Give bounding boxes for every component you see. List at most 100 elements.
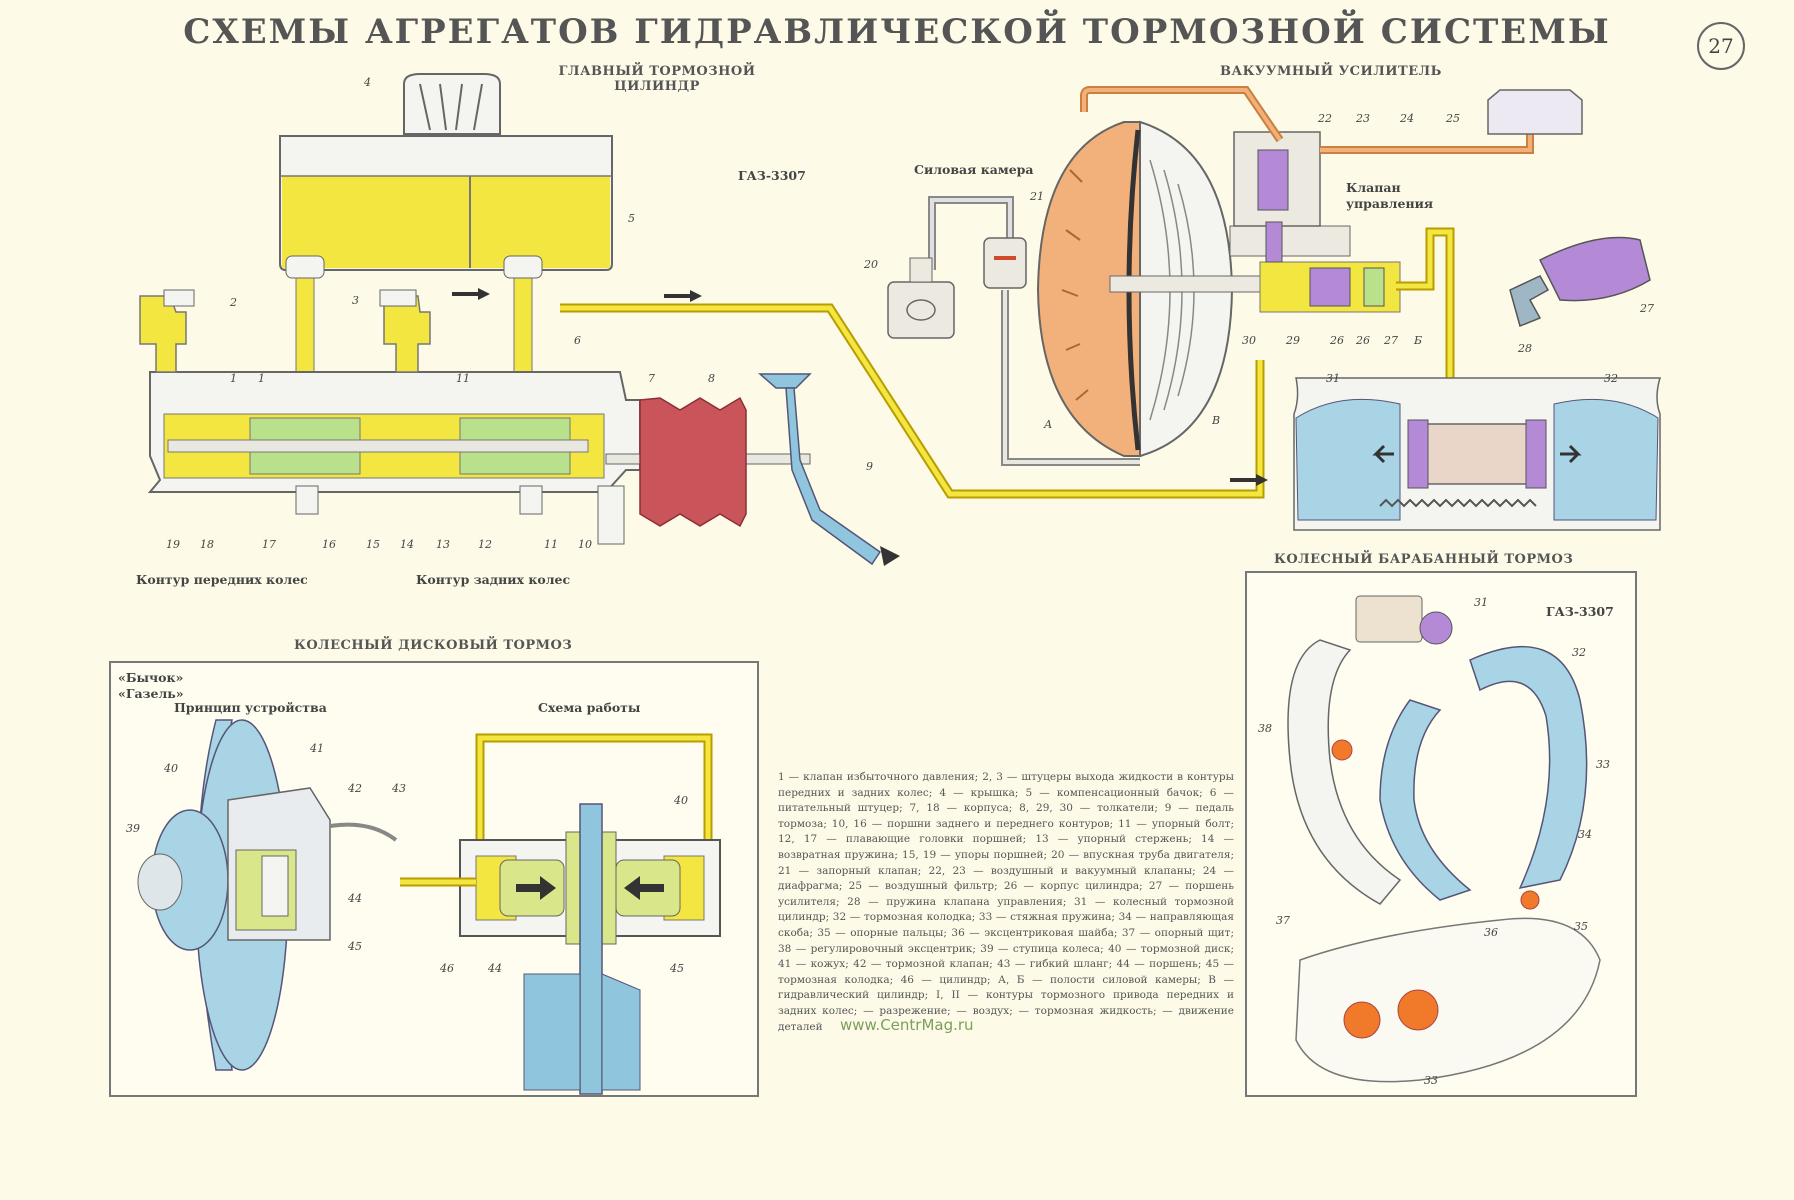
callout: 23 [1356, 112, 1370, 125]
callout: 24 [1400, 112, 1414, 125]
drum-cylinder-cap [1419, 611, 1453, 645]
callout: 21 [1030, 190, 1044, 203]
disc-brake-variants: «Бычок» «Газель» [118, 670, 184, 702]
master-cylinder-model: ГАЗ-3307 [738, 168, 806, 183]
callout: 44 [488, 962, 502, 975]
air-filter [1487, 89, 1583, 135]
control-valve-label-line2: управления [1346, 196, 1434, 211]
reservoir-fluid [282, 176, 610, 268]
callout: 34 [1578, 828, 1592, 841]
callout: 2 [230, 296, 237, 309]
callout: 44 [348, 892, 362, 905]
brake-shoe-left [1379, 699, 1472, 901]
pedal-pad [758, 373, 812, 389]
callout: 36 [1484, 926, 1498, 939]
callout: 40 [674, 794, 688, 807]
callout: 11 [544, 538, 558, 551]
callout: 6 [574, 334, 581, 347]
callout: 15 [366, 538, 380, 551]
operation-label: Схема работы [538, 700, 641, 715]
callout: 39 [126, 822, 140, 835]
callout: 1 [258, 372, 265, 385]
intake-manifold [887, 281, 955, 339]
drum-brake-heading: КОЛЕСНЫЙ БАРАБАННЫЙ ТОРМОЗ [1274, 552, 1574, 567]
callout: 20 [864, 258, 878, 271]
callout: 32 [1604, 372, 1618, 385]
watermark: www.CentrMag.ru [840, 1016, 974, 1034]
callout: 10 [578, 538, 592, 551]
callout: 45 [670, 962, 684, 975]
vacuum-booster-group [887, 86, 1583, 466]
callout: А [1044, 418, 1053, 431]
cap-ribs [419, 83, 483, 131]
page-number: 27 [1697, 22, 1745, 70]
rear-circuit-label: Контур задних колес [416, 572, 571, 587]
disc-brake-heading: КОЛЕСНЫЙ ДИСКОВЫЙ ТОРМОЗ [294, 638, 573, 653]
drum-brake-model: ГАЗ-3307 [1546, 604, 1614, 619]
callout: 45 [348, 940, 362, 953]
brake-hose [329, 822, 398, 842]
brake-shoe-right [1469, 645, 1588, 890]
pedal-force-arrow [880, 546, 900, 566]
disc-section [579, 803, 603, 1095]
anchor-pin-35 [1520, 890, 1540, 910]
callout: 22 [1318, 112, 1332, 125]
callout: 31 [1326, 372, 1340, 385]
callout: 7 [648, 372, 655, 385]
callout: 30 [1242, 334, 1256, 347]
backing-plate [1287, 639, 1402, 905]
reservoir-cap [403, 73, 501, 135]
detail-inset [1295, 917, 1601, 1083]
master-cylinder-heading-line2: ЦИЛИНДР [614, 79, 700, 94]
poster-title: СХЕМЫ АГРЕГАТОВ ГИДРАВЛИЧЕСКОЙ ТОРМОЗНОЙ… [183, 12, 1611, 52]
outlet-rear [383, 295, 431, 373]
callout: 32 [1572, 646, 1586, 659]
callout: 5 [628, 212, 635, 225]
callout: 46 [440, 962, 454, 975]
chamber-cavity-A [1036, 121, 1141, 457]
callout: 41 [310, 742, 324, 755]
callout: 27 [1384, 334, 1398, 347]
callout: 19 [166, 538, 180, 551]
callout: 35 [1574, 920, 1588, 933]
callout: 42 [348, 782, 362, 795]
master-cylinder-heading: ГЛАВНЫЙ ТОРМОЗНОЙ ЦИЛИНДР [552, 64, 762, 94]
drum-wheel-cylinder [1355, 595, 1423, 643]
callout: Б [1414, 334, 1423, 347]
callout: 8 [708, 372, 715, 385]
callout: 11 [456, 372, 470, 385]
legend-text: 1 — клапан избыточного давления; 2, 3 — … [778, 771, 1234, 1033]
callout: 18 [200, 538, 214, 551]
callout: 16 [322, 538, 336, 551]
callout: 37 [1276, 914, 1290, 927]
callout: 31 [1474, 596, 1488, 609]
adjuster-parts [1509, 236, 1651, 328]
control-valve-label: Клапан управления [1346, 180, 1433, 212]
callout: 14 [400, 538, 414, 551]
callout: 4 [364, 76, 371, 89]
adjuster-eccentric-38 [1331, 739, 1353, 761]
check-valve [983, 237, 1027, 289]
wheel-cylinder-body [1413, 423, 1541, 485]
variant-gazel: «Газель» [118, 686, 184, 701]
callout: 33 [1424, 1074, 1438, 1087]
callout: 3 [352, 294, 359, 307]
callout: 26 [1330, 334, 1344, 347]
callout: 38 [1258, 722, 1272, 735]
callout: 43 [392, 782, 406, 795]
callout: 26 [1356, 334, 1370, 347]
return-spring [1379, 498, 1537, 508]
disc-brake-assembly [137, 719, 721, 1095]
drum-brake-assembly [1287, 595, 1601, 1083]
power-chamber-label: Силовая камера [914, 162, 1034, 177]
brake-pedal-arm [785, 387, 882, 566]
master-cylinder-heading-line1: ГЛАВНЫЙ ТОРМОЗНОЙ [558, 64, 756, 79]
callout: 1 [230, 372, 237, 385]
front-circuit-label: Контур передних колес [136, 572, 308, 587]
callout: 28 [1518, 342, 1532, 355]
variant-bychok: «Бычок» [118, 670, 184, 685]
control-valve-piston [1257, 149, 1289, 211]
principle-label: Принцип устройства [174, 700, 327, 715]
piston-rod [167, 439, 589, 453]
